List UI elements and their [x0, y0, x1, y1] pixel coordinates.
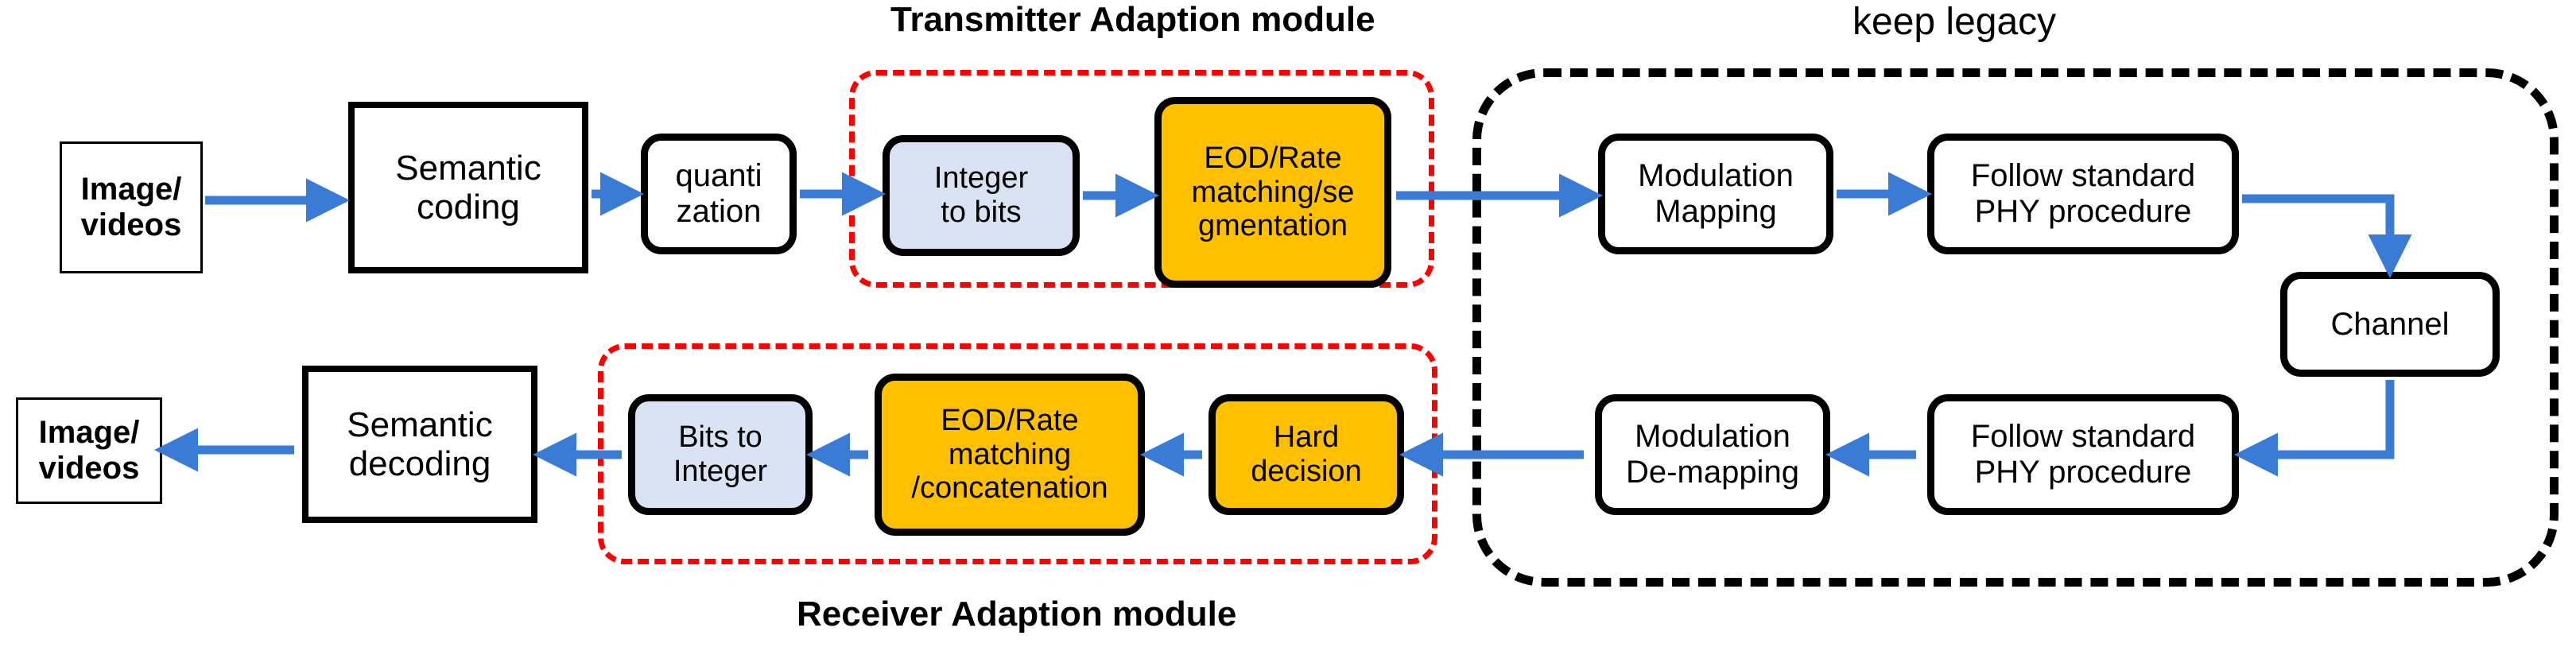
modulation-mapping-box: Modulation Mapping [1598, 134, 1833, 254]
sink-image-videos-box: Image/ videos [16, 397, 162, 504]
modulation-de-mapping-box: Modulation De-mapping [1595, 394, 1830, 515]
follow-standard-phy-tx-box: Follow standard PHY procedure [1927, 134, 2239, 254]
hard-decision-box: Hard decision [1208, 394, 1404, 515]
transmitter-module-label: Transmitter Adaption module [890, 0, 1375, 39]
channel-box: Channel [2280, 272, 2500, 377]
eod-rate-matching-segmentation-box: EOD/Rate matching/se gmentation [1154, 97, 1391, 288]
keep-legacy-boundary [1472, 68, 2559, 587]
semantic-coding-box: Semantic coding [348, 102, 588, 273]
follow-standard-phy-rx-box: Follow standard PHY procedure [1927, 394, 2239, 515]
bits-to-integer-box: Bits to Integer [628, 394, 813, 515]
keep-legacy-label: keep legacy [1852, 1, 2057, 43]
semantic-decoding-box: Semantic decoding [302, 366, 537, 523]
receiver-module-label: Receiver Adaption module [797, 595, 1237, 633]
eod-rate-matching-concatenation-box: EOD/Rate matching /concatenation [875, 374, 1145, 536]
integer-to-bits-box: Integer to bits [883, 135, 1080, 256]
quantization-box: quanti zation [641, 134, 797, 254]
source-image-videos-box: Image/ videos [60, 141, 203, 273]
